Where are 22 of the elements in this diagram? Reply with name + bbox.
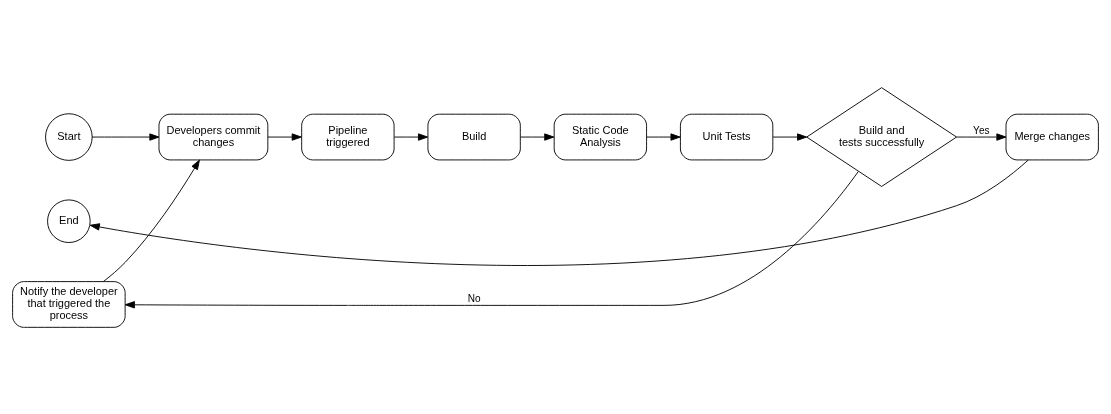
arrow [89, 159, 1029, 266]
node-box: Developers commit changes [158, 113, 269, 160]
arrow [520, 132, 555, 141]
node-box: Notify the developer that triggered the process [12, 280, 126, 328]
arrow [393, 132, 429, 141]
node-diamond: Build and tests successfully [806, 86, 957, 187]
arrow [91, 132, 160, 141]
arrow [102, 159, 200, 282]
node-circle: End [47, 198, 91, 243]
arrow [956, 132, 1007, 141]
edge-label: Yes [973, 124, 990, 136]
node-box: Merge changes [1005, 113, 1099, 160]
node-circle: Start [45, 112, 93, 161]
node-box: Static Code Analysis [553, 113, 648, 160]
arrow [267, 132, 302, 141]
arrow [646, 132, 681, 141]
edge-label: No [467, 292, 481, 304]
node-box: Unit Tests [679, 113, 774, 160]
arrow [772, 132, 808, 141]
arrow [124, 170, 859, 308]
node-box: Pipeline triggered [301, 113, 395, 160]
node-box: Build [427, 113, 521, 160]
